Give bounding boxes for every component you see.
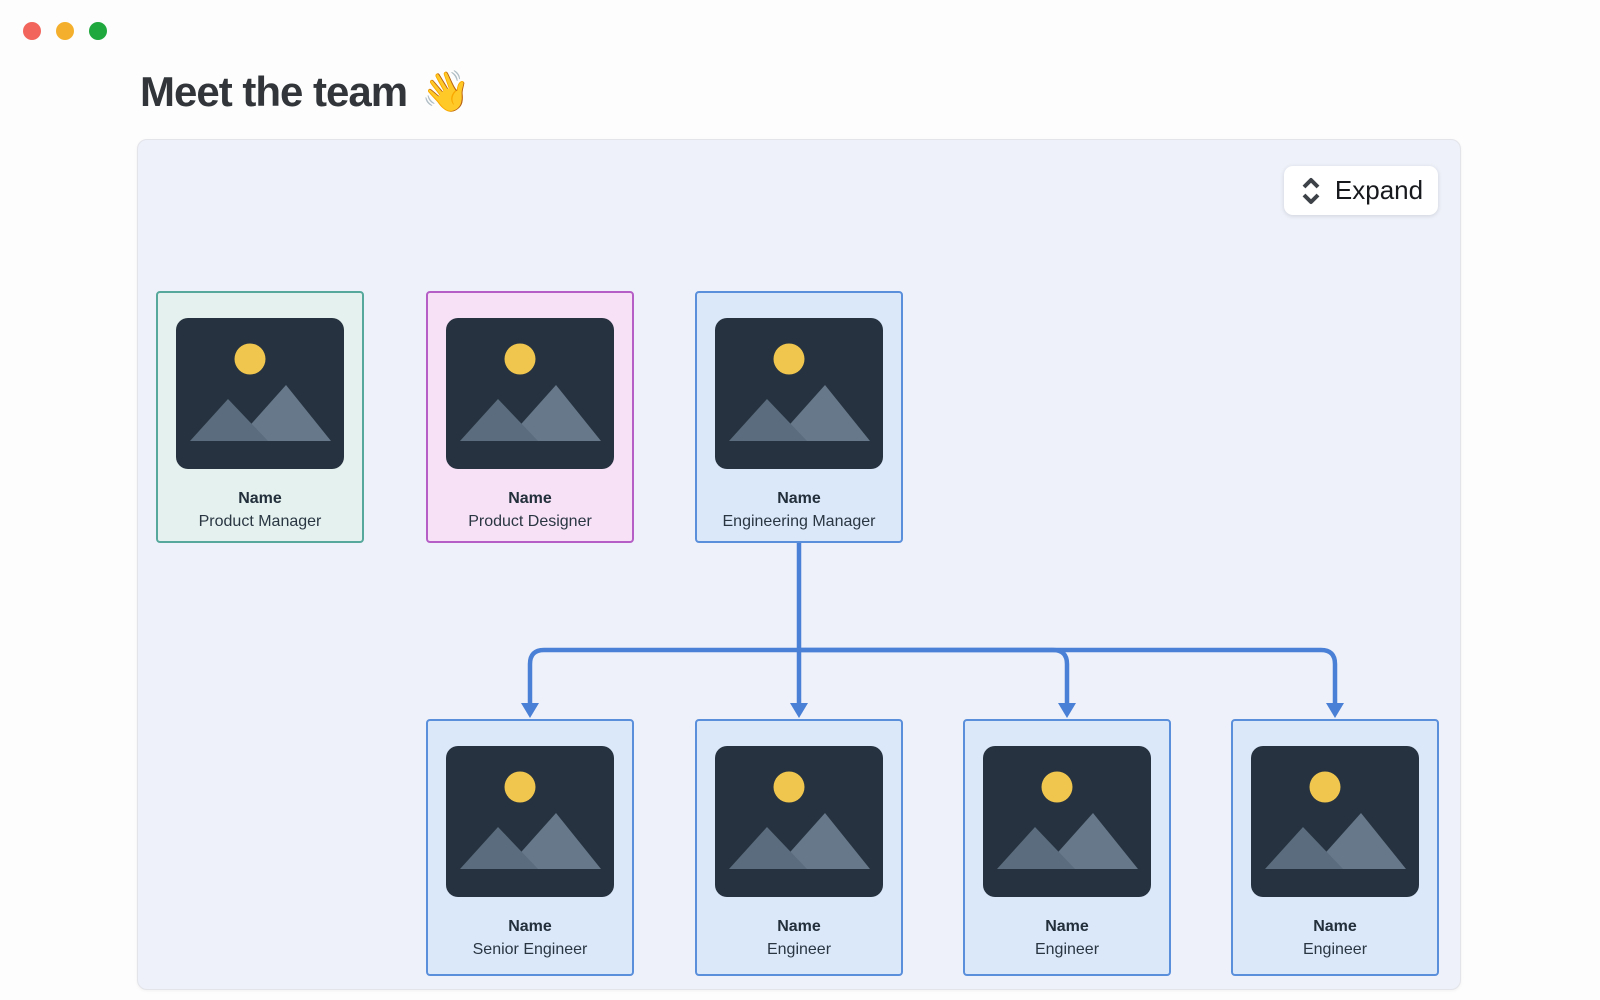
member-role: Product Manager [198, 513, 322, 531]
member-name: Name [238, 490, 282, 507]
member-name: Name [508, 490, 552, 507]
image-placeholder-icon [715, 318, 883, 469]
member-role: Engineer [1302, 941, 1368, 959]
org-card-engineer-2[interactable]: Name Engineer [963, 719, 1171, 976]
org-chart-canvas: Expand Name Product Manager Name Product… [137, 139, 1461, 990]
member-role: Product Designer [468, 513, 592, 531]
member-name: Name [1045, 918, 1089, 935]
unfold-vertical-icon [1302, 177, 1320, 204]
image-placeholder-icon [715, 746, 883, 897]
expand-button-label: Expand [1334, 175, 1424, 205]
page-title: Meet the team [140, 68, 408, 115]
org-card-engineering-manager[interactable]: Name Engineering Manager [695, 291, 903, 543]
close-window-icon[interactable] [23, 22, 41, 40]
waving-hand-emoji-icon: 👋 [421, 70, 471, 114]
org-card-product-designer[interactable]: Name Product Designer [426, 291, 634, 543]
org-card-senior-engineer[interactable]: Name Senior Engineer [426, 719, 634, 976]
member-role: Engineering Manager [722, 513, 876, 531]
image-placeholder-icon [983, 746, 1151, 897]
image-placeholder-icon [1251, 746, 1419, 897]
image-placeholder-icon [446, 746, 614, 897]
window-controls [23, 22, 107, 40]
zoom-window-icon[interactable] [89, 22, 107, 40]
member-role: Engineer [1034, 941, 1100, 959]
member-role: Engineer [766, 941, 832, 959]
org-card-engineer-3[interactable]: Name Engineer [1231, 719, 1439, 976]
image-placeholder-icon [176, 318, 344, 469]
member-name: Name [777, 490, 821, 507]
member-name: Name [777, 918, 821, 935]
page-title-row: Meet the team 👋 [140, 68, 471, 116]
minimize-window-icon[interactable] [56, 22, 74, 40]
org-card-engineer-1[interactable]: Name Engineer [695, 719, 903, 976]
expand-button[interactable]: Expand [1284, 166, 1438, 215]
member-name: Name [1313, 918, 1357, 935]
member-name: Name [508, 918, 552, 935]
org-card-product-manager[interactable]: Name Product Manager [156, 291, 364, 543]
image-placeholder-icon [446, 318, 614, 469]
member-role: Senior Engineer [472, 941, 588, 959]
